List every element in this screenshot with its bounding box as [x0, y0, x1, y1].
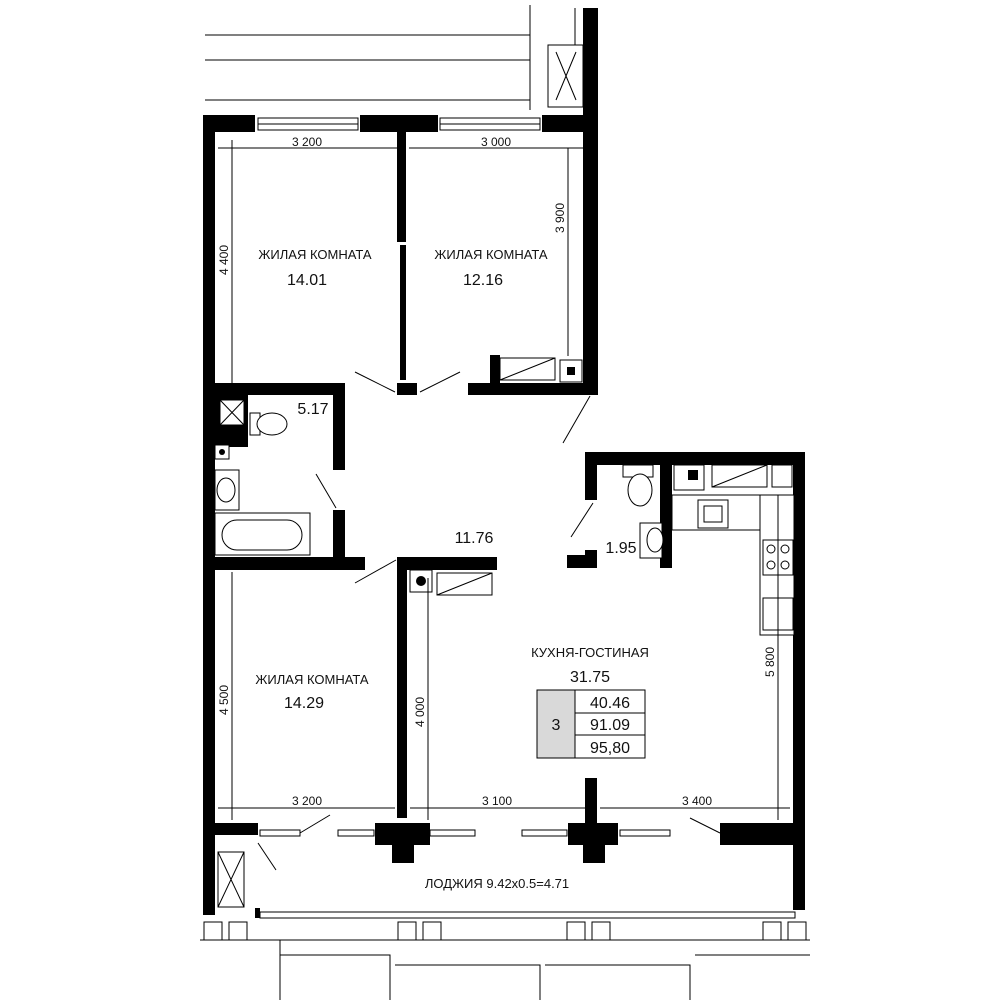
kitchen-area: 31.75 — [570, 669, 610, 686]
sink-wc — [646, 527, 664, 553]
doors — [257, 371, 721, 871]
dim-kitchen-bottom-right: 3 400 — [682, 794, 712, 808]
bathroom-area: 5.17 — [297, 401, 328, 418]
bedroom1-name: ЖИЛАЯ КОМНАТА — [258, 247, 371, 262]
bedroom2-name: ЖИЛАЯ КОМНАТА — [434, 247, 547, 262]
dim-kitchen-left-height: 4 000 — [413, 697, 427, 727]
summary-room-count: 3 — [552, 717, 561, 734]
kitchen-name: КУХНЯ-ГОСТИНАЯ — [531, 645, 649, 660]
bedroom1-area: 14.01 — [287, 272, 327, 289]
summary-total-with-loggia: 95,80 — [590, 740, 630, 757]
dim-bottom-left-height: 4 500 — [217, 685, 231, 715]
bedroom3-area: 14.29 — [284, 695, 324, 712]
walls — [203, 8, 805, 918]
wc-area: 1.95 — [605, 540, 636, 557]
loggia-label: ЛОДЖИЯ 9.42х0.5=4.71 — [425, 876, 569, 891]
summary-total-area: 91.09 — [590, 717, 630, 734]
hall-area: 11.76 — [455, 530, 494, 547]
dim-top-right-width: 3 000 — [481, 135, 511, 149]
bedroom3-name: ЖИЛАЯ КОМНАТА — [255, 672, 368, 687]
dim-top-left-height: 4 400 — [217, 245, 231, 275]
windows — [257, 117, 796, 919]
dimension-lines — [218, 140, 790, 820]
dim-kitchen-right-height: 5 800 — [763, 647, 777, 677]
fixtures — [214, 357, 795, 908]
dim-top-left-width: 3 200 — [292, 135, 322, 149]
summary-box: 3 40.46 91.09 95,80 — [536, 689, 646, 759]
dim-bottom-left-width: 3 200 — [292, 794, 322, 808]
dim-top-right-height: 3 900 — [553, 203, 567, 233]
bedroom2-area: 12.16 — [463, 272, 503, 289]
summary-living-area: 40.46 — [590, 695, 630, 712]
toilet-bath — [256, 412, 288, 436]
dim-kitchen-bottom-mid: 3 100 — [482, 794, 512, 808]
summary-room-count-cell — [536, 689, 576, 759]
toilet-wc — [627, 473, 653, 507]
